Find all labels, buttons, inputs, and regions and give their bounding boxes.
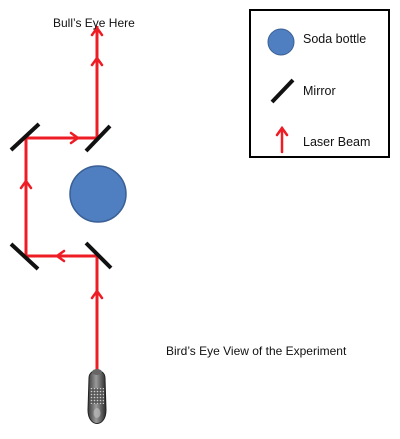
mirror-legend-icon	[270, 78, 295, 104]
arrowhead-top	[69, 131, 81, 145]
mirror-bottom-left	[9, 242, 40, 271]
mirror-bottom-right	[84, 241, 113, 270]
arrowhead-left	[19, 178, 33, 190]
arrowhead-bottom	[54, 249, 66, 263]
soda-bottle-legend-icon	[267, 28, 295, 56]
arrowhead-target-end	[90, 25, 104, 37]
legend-label-laser-beam: Laser Beam	[303, 135, 371, 149]
mirrors	[9, 122, 113, 271]
arrowhead-source	[90, 288, 104, 300]
mirror-top-left	[9, 122, 41, 152]
legend-label-mirror: Mirror	[303, 84, 336, 98]
diagram-title: Bull’s Eye Here	[53, 16, 135, 30]
laser-beam-legend-icon	[275, 125, 289, 154]
mirror-top-right	[84, 124, 112, 153]
legend	[249, 9, 390, 158]
beam-arrowheads	[19, 25, 104, 300]
legend-label-soda-bottle: Soda bottle	[303, 32, 367, 46]
laser-pointer-icon	[87, 369, 107, 424]
diagram-caption: Bird’s Eye View of the Experiment	[166, 344, 347, 358]
arrowhead-target-mid	[90, 55, 104, 67]
laser-beam-path	[24, 26, 99, 372]
soda-bottle	[69, 165, 127, 223]
